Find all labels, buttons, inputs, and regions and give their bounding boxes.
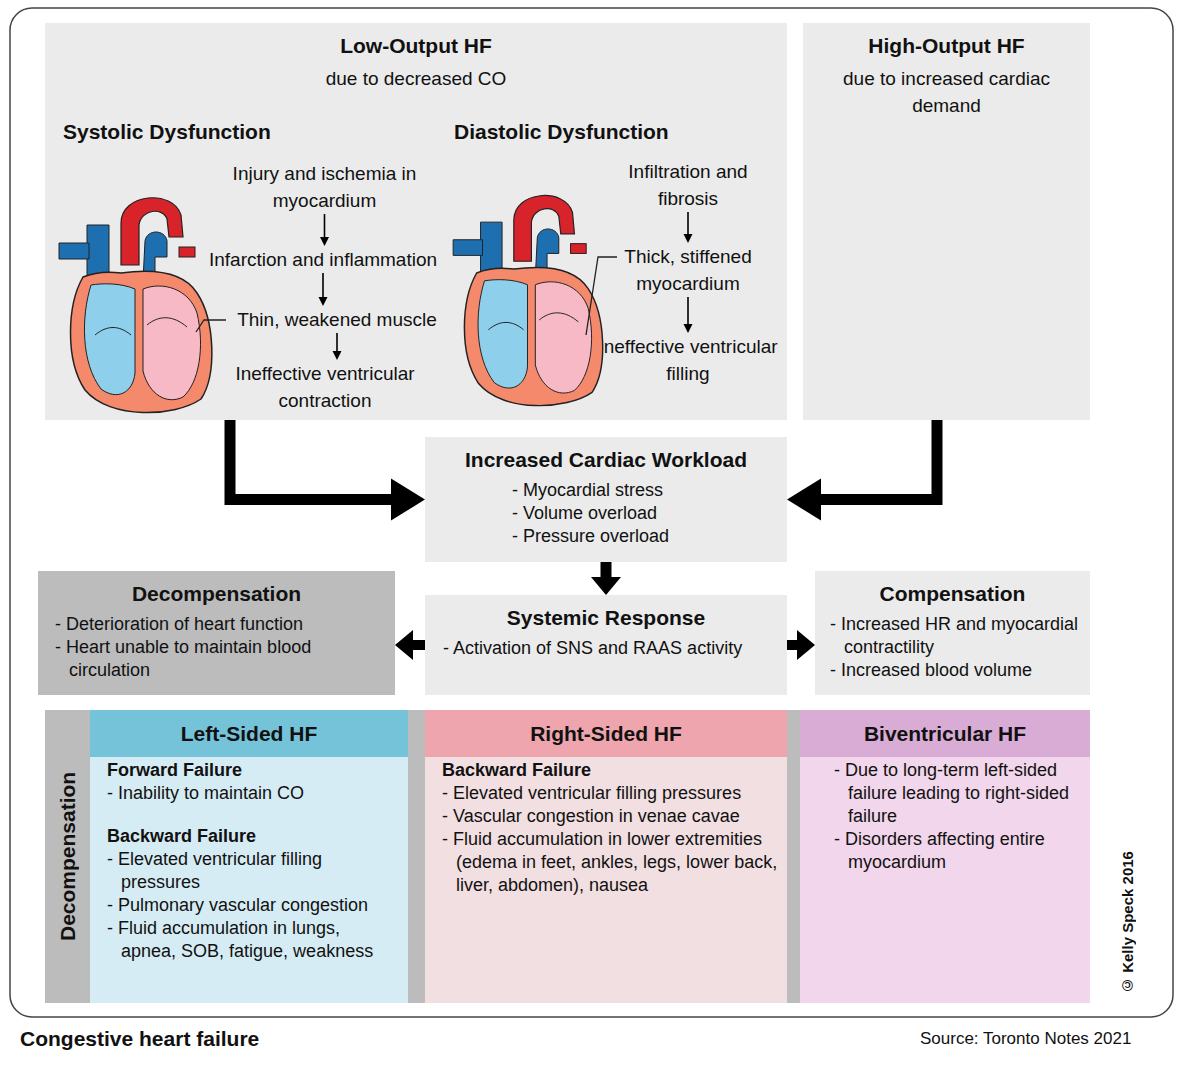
flow-arrow <box>333 333 342 360</box>
step-text-box: Ineffective ventricular filling <box>598 333 778 387</box>
bullet-text: - Elevated ventricular filling pressures <box>442 782 779 805</box>
flow-arrow <box>787 630 815 660</box>
bullet-text: - Increased HR and myocardial contractil… <box>830 613 1082 659</box>
subsection-heading: Backward Failure <box>107 825 408 848</box>
bullet-text: - Due to long-term left-sided failure le… <box>834 759 1082 828</box>
step-text: Infiltration and fibrosis <box>603 158 773 212</box>
flow-arrow <box>230 420 425 521</box>
subheading-text: due to decreased CO <box>45 65 787 92</box>
step-text-box: Thick, stiffened myocardium <box>608 243 768 297</box>
arrow-shaft <box>601 562 612 581</box>
heading-text: High-Output HF <box>807 33 1086 59</box>
heading-text: Compensation <box>819 581 1086 607</box>
flow-arrow <box>320 214 329 246</box>
subheading-text: due to increased cardiac demand <box>803 65 1090 119</box>
arrow-shaft <box>230 420 398 500</box>
arrow-head <box>391 479 425 521</box>
step-text: Ineffective ventricular filling <box>598 333 778 387</box>
bullet-text: - Myocardial stress <box>512 479 779 502</box>
bullet-text: - Inability to maintain CO <box>107 782 400 805</box>
step-text-box: Ineffective ventricular contraction <box>215 360 435 414</box>
step-text: Thin, weakened muscle <box>226 306 448 333</box>
flow-arrow <box>591 562 621 595</box>
arrow-head <box>591 577 621 595</box>
heading-text: Decompensation <box>42 581 391 607</box>
arrow-shaft <box>687 297 689 326</box>
subsection-region: Systolic DysfunctionInjury and ischemia … <box>55 118 455 416</box>
column-heading: Left-Sided HF <box>90 710 408 757</box>
step-text-box: Thin, weakened muscle <box>226 306 448 333</box>
frame-rect <box>10 8 1173 1017</box>
column-heading: Right-Sided HF <box>425 710 787 757</box>
arrow-shaft <box>324 214 326 239</box>
step-text: Injury and ischemia in myocardium <box>232 160 417 214</box>
subsection-region: Diastolic DysfunctionInfiltration and fi… <box>452 118 782 416</box>
bullet-text: - Fluid accumulation in lungs, apnea, SO… <box>107 917 400 963</box>
section-box: Low-Output HF due to decreased CO Systolic… <box>45 23 787 420</box>
flow-arrow <box>787 420 937 521</box>
outcome-box: Compensation - Increased HR and myocardia… <box>815 571 1090 695</box>
section-box: High-Output HF due to increased cardiac d… <box>803 23 1090 420</box>
bullet-text: - Deterioration of heart function <box>55 613 387 636</box>
heading-text: Systemic Response <box>429 605 783 631</box>
bullet-text: - Vascular congestion in venae cavae <box>442 805 779 828</box>
bullet-text: - Fluid accumulation in lower extremitie… <box>442 828 779 897</box>
category-column: Biventricular HF- Due to long-term left-… <box>800 710 1090 1003</box>
process-box: Increased Cardiac Workload - Myocardial s… <box>425 437 787 562</box>
arrow-shaft <box>336 333 338 353</box>
bullet-text: - Disorders affecting entire myocardium <box>834 828 1082 874</box>
arrow-shaft <box>322 273 324 299</box>
arrow-shaft <box>814 420 937 500</box>
category-band: Decompensation Left-Sided HFForward Failu… <box>45 710 1090 1003</box>
bullet-text: - Pulmonary vascular congestion <box>107 894 400 917</box>
vertical-heading: Decompensation <box>56 710 80 1003</box>
figure-caption: Congestive heart failure <box>20 1027 259 1051</box>
arrow-shaft <box>409 640 425 650</box>
flow-arrow <box>319 273 328 306</box>
category-column: Right-Sided HFBackward Failure- Elevated… <box>425 710 787 1003</box>
subsection-heading: Backward Failure <box>442 759 787 782</box>
arrow-head <box>684 234 693 243</box>
bullet-text: - Elevated ventricular filling pressures <box>107 848 400 894</box>
heading-text: Low-Output HF <box>49 33 783 59</box>
arrow-head <box>320 237 329 246</box>
bullet-text: - Volume overload <box>512 502 779 525</box>
section-heading: Systolic Dysfunction <box>63 118 455 146</box>
flow-arrow <box>395 630 425 660</box>
process-box: Systemic Response - Activation of SNS and… <box>425 595 787 695</box>
outcome-box: Decompensation - Deterioration of heart f… <box>38 571 395 695</box>
arrow-head <box>797 630 815 660</box>
source-note: Source: Toronto Notes 2021 <box>920 1029 1131 1049</box>
bullet-text: - Increased blood volume <box>830 659 1082 682</box>
step-text-box: Injury and ischemia in myocardium <box>232 160 417 214</box>
flow-arrow <box>684 212 693 243</box>
arrow-head <box>319 297 328 306</box>
section-heading: Diastolic Dysfunction <box>454 118 782 146</box>
step-text-box: Infarction and inflammation <box>193 246 453 273</box>
step-text: Thick, stiffened myocardium <box>608 243 768 297</box>
step-text: Infarction and inflammation <box>193 246 453 273</box>
arrow-shaft <box>687 212 689 236</box>
step-text-box: Infiltration and fibrosis <box>603 158 773 212</box>
arrow-head <box>395 630 413 660</box>
arrow-shaft <box>787 640 801 650</box>
bullet-text: - Pressure overload <box>512 525 779 548</box>
category-column: Left-Sided HFForward Failure- Inability … <box>90 710 408 1003</box>
copyright-note: © Kelly Speck 2016 <box>1119 845 1136 1000</box>
heading-text: Increased Cardiac Workload <box>429 447 783 473</box>
arrow-head <box>787 479 821 521</box>
bullet-text: - Heart unable to maintain blood circula… <box>55 636 387 682</box>
subsection-heading: Forward Failure <box>107 759 408 782</box>
flow-arrow <box>684 297 693 333</box>
bullet-text: - Activation of SNS and RAAS activity <box>443 637 779 660</box>
column-heading: Biventricular HF <box>800 710 1090 757</box>
step-text: Ineffective ventricular contraction <box>215 360 435 414</box>
arrow-head <box>333 351 342 360</box>
arrow-head <box>684 324 693 333</box>
